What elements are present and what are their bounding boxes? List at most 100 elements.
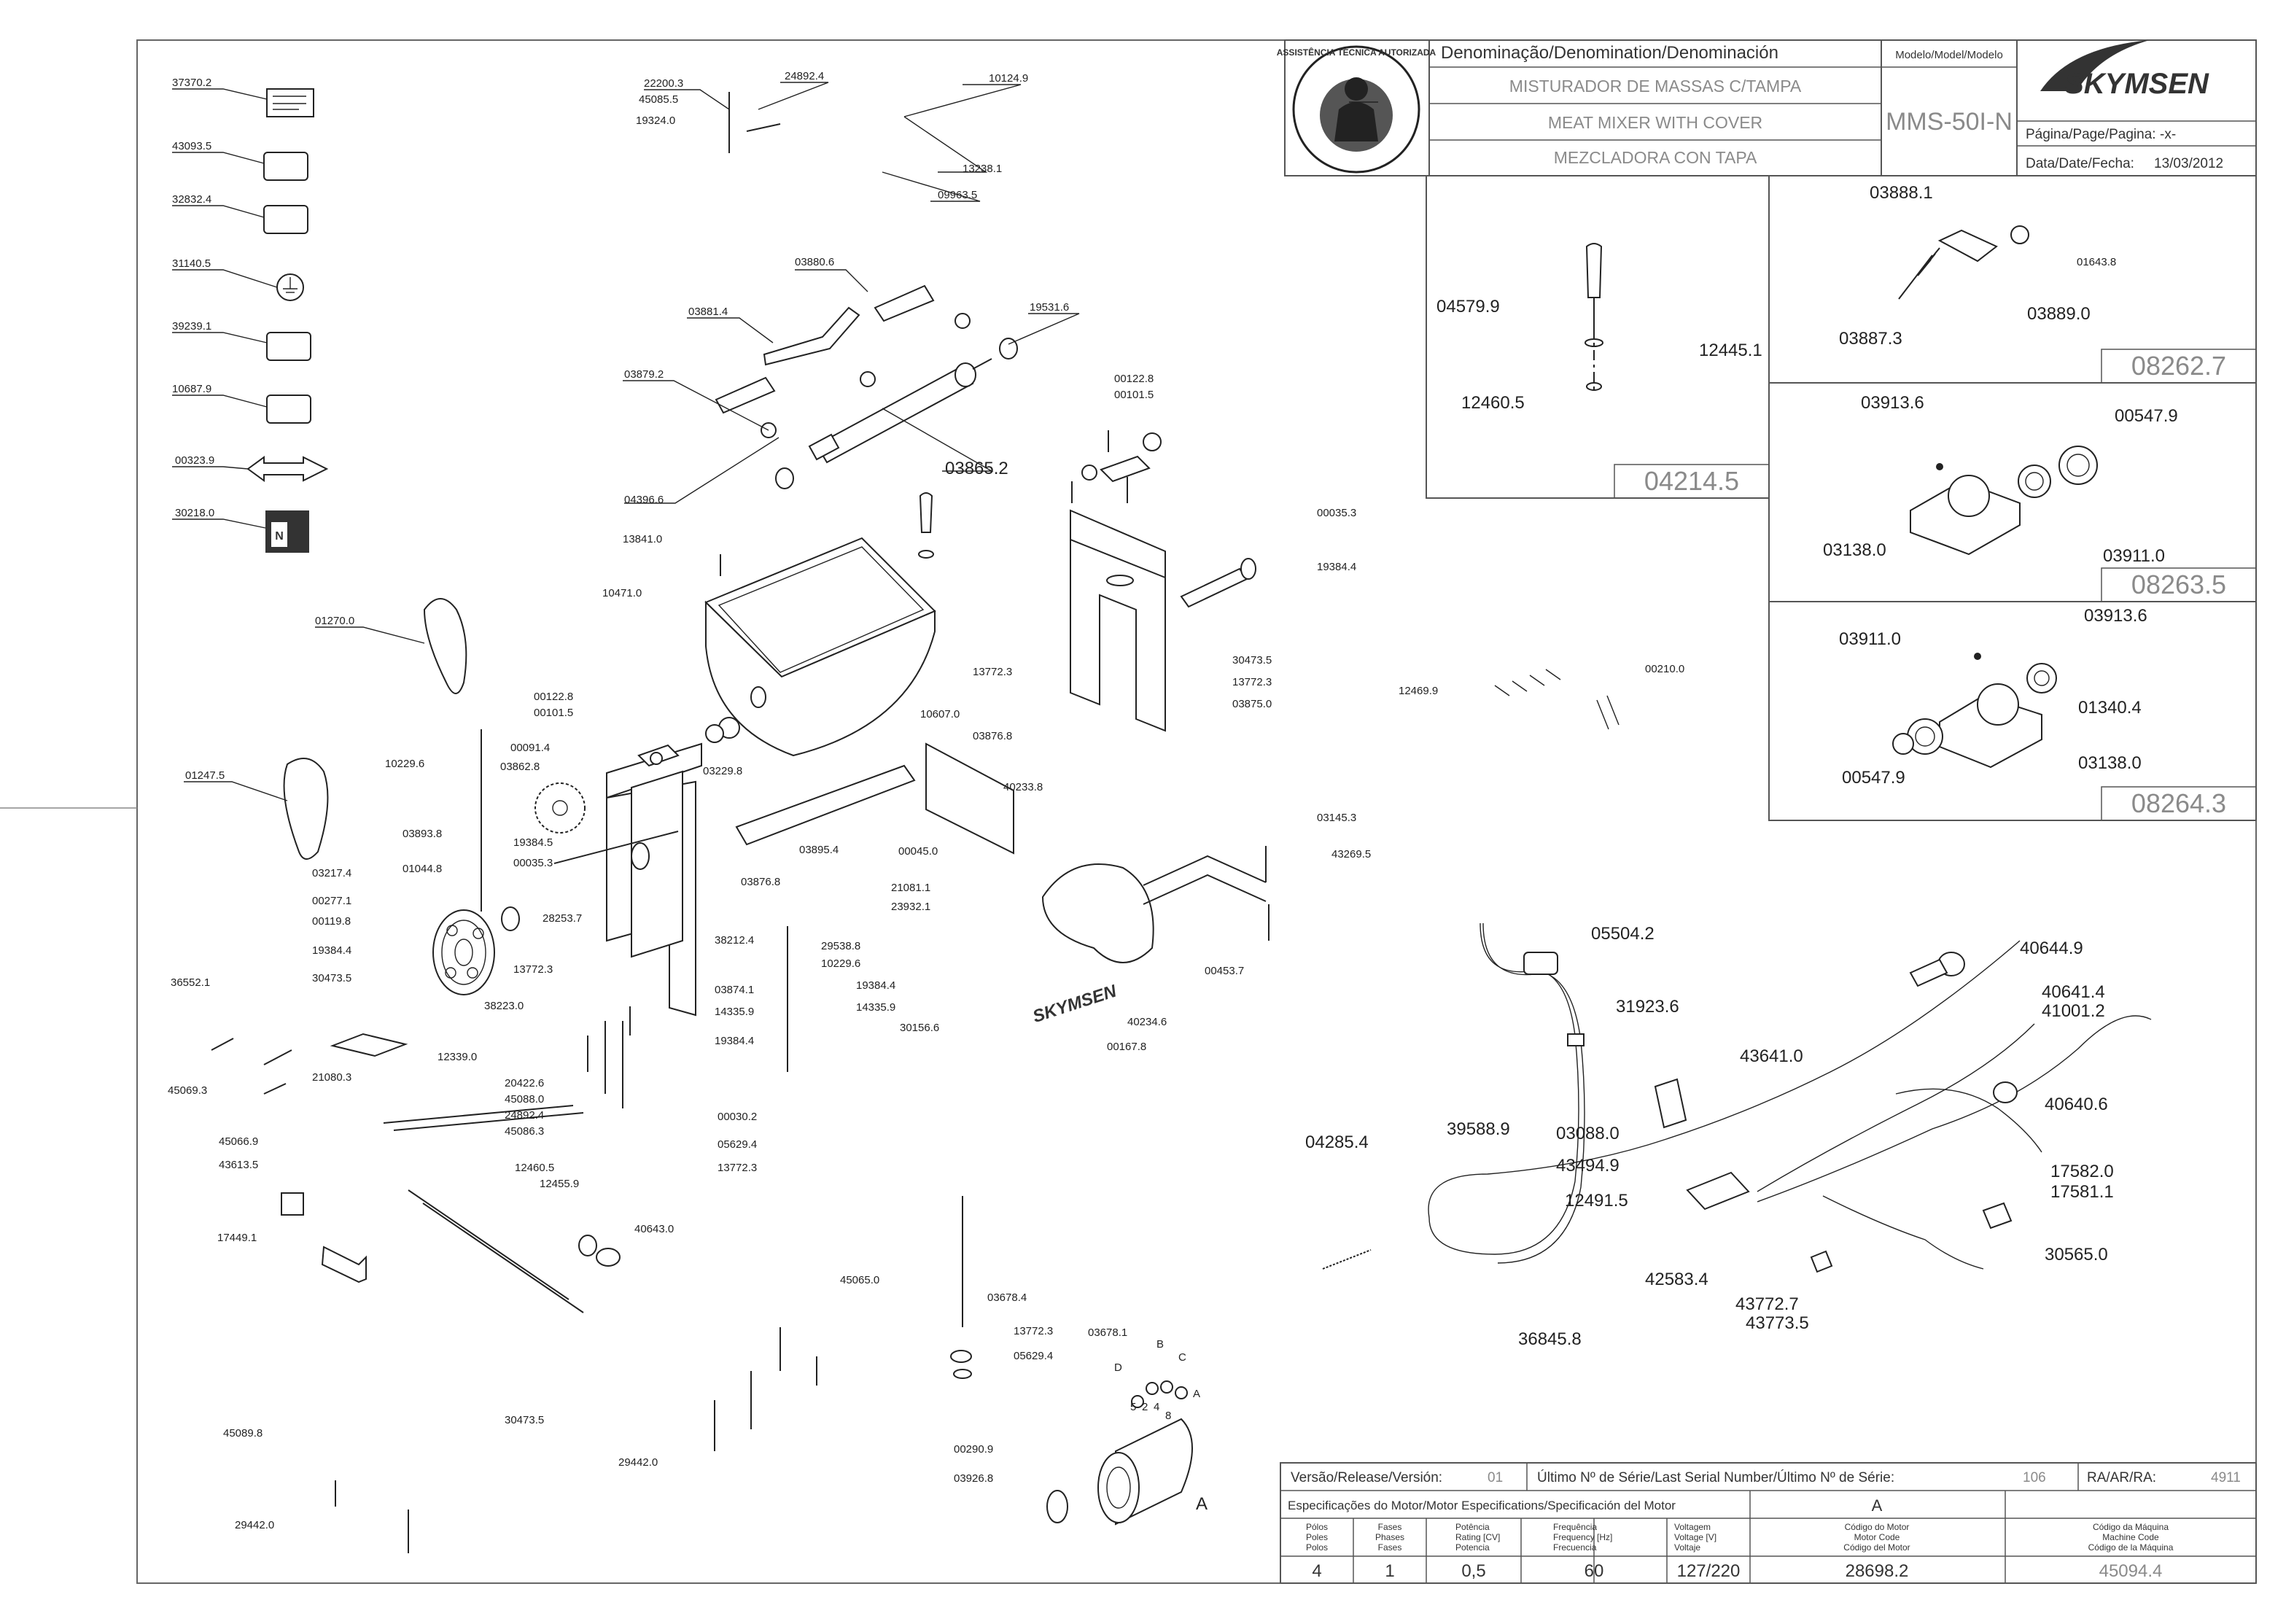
svg-text:Voltaje: Voltaje (1674, 1542, 1700, 1553)
part-label: 17582.0 (2050, 1162, 2114, 1181)
part-label: 30218.0 (175, 507, 214, 519)
name-es: MEZCLADORA CON TAPA (1554, 148, 1757, 167)
svg-text:Código da Máquina: Código da Máquina (2093, 1522, 2169, 1532)
part-label: 03874.1 (715, 984, 754, 996)
part-label: 38223.0 (484, 1000, 524, 1012)
paddle-03881-part (763, 306, 860, 366)
part-label: 23932.1 (891, 901, 930, 913)
part-label: 10687.9 (172, 383, 211, 395)
part-label: 03887.3 (1839, 329, 1902, 349)
part-label: 32832.4 (172, 193, 211, 206)
part-label: 00210.0 (1645, 663, 1684, 675)
part-label: 13772.3 (1014, 1325, 1053, 1337)
motor-spec-label: Especificações do Motor/Motor Especifica… (1288, 1499, 1676, 1512)
machine-code-value: 45094.4 (2099, 1561, 2163, 1581)
part-label: 12491.5 (1565, 1191, 1628, 1211)
part-label: 31923.6 (1616, 997, 1679, 1017)
part-label: 30156.6 (900, 1022, 939, 1034)
motor-code-value: 28698.2 (1846, 1561, 1909, 1581)
part-label: 04396.6 (624, 494, 664, 506)
part-label: 05629.4 (1014, 1350, 1053, 1362)
plunger-part (1937, 229, 1998, 263)
svg-text:Phases: Phases (1375, 1532, 1404, 1542)
sheet-border (136, 39, 2257, 1584)
part-label: 10229.6 (385, 758, 424, 770)
part-label: 03888.1 (1870, 183, 1933, 203)
svg-text:Poles: Poles (1306, 1532, 1328, 1542)
part-label: 01643.8 (2077, 256, 2116, 268)
part-label: 13772.3 (513, 963, 553, 976)
latch-plate-part (330, 1033, 408, 1057)
model-header: Modelo/Model/Modelo (1895, 49, 2003, 61)
motor-letter-a: A (1196, 1494, 1208, 1514)
terminal-letter: D (1114, 1361, 1122, 1374)
part-label: 03138.0 (2078, 753, 2142, 773)
part-label: 03889.0 (2027, 304, 2091, 324)
authorized-service-seal: ASSISTÊNCIA TÉCNICA AUTORIZADA (1277, 45, 1436, 174)
part-number-labels: 37370.2 43093.5 32832.4 31140.5 39239.1 … (168, 70, 2178, 1531)
version-value: 01 (1488, 1470, 1503, 1485)
part-label: 24892.4 (785, 70, 824, 82)
part-label: 43613.5 (219, 1159, 258, 1171)
serial-value: 106 (2023, 1470, 2046, 1485)
part-label: 03875.0 (1232, 698, 1272, 710)
motor-spec-block: Versão/Release/Versión: 01 Último Nº de … (1280, 1462, 2257, 1584)
part-label: 20422.6 (505, 1077, 544, 1089)
part-label: 03926.8 (954, 1472, 993, 1485)
denomination-header: Denominação/Denomination/Denominación (1441, 43, 1778, 63)
warning-label-part (266, 88, 314, 117)
part-label: 00045.0 (898, 845, 938, 858)
belt-01247-part (283, 758, 329, 860)
part-label: 14335.9 (856, 1001, 895, 1014)
ra-value: 4911 (2211, 1470, 2241, 1485)
capacitor-05504-part (1523, 952, 1558, 975)
part-label: 29538.8 (821, 940, 860, 952)
part-label: 03876.8 (741, 876, 780, 888)
part-label: 14335.9 (715, 1006, 754, 1018)
version-label: Versão/Release/Versión: (1291, 1470, 1442, 1485)
label-10687-part (266, 395, 311, 424)
handle-part (1585, 243, 1603, 298)
part-label: 40234.6 (1127, 1016, 1167, 1028)
label-43613-part (281, 1192, 304, 1216)
panel-08262-code: 08262.7 (2131, 351, 2226, 381)
part-label: 13841.0 (623, 533, 662, 545)
svg-text:Código del Motor: Código del Motor (1843, 1542, 1910, 1553)
svg-text:Fases: Fases (1378, 1522, 1402, 1532)
frequency-value: 60 (1585, 1561, 1604, 1581)
part-label: 45065.0 (840, 1274, 879, 1286)
svg-text:Potencia: Potencia (1455, 1542, 1490, 1553)
label-43093-part (263, 152, 308, 181)
part-label: 00091.4 (510, 742, 550, 754)
switch-block-part (1686, 1171, 1750, 1211)
part-label: 43641.0 (1740, 1046, 1803, 1066)
svg-text:Frequency [Hz]: Frequency [Hz] (1553, 1532, 1612, 1542)
part-label: 00547.9 (1842, 768, 1905, 788)
wiring-harness-part (1322, 669, 2152, 1273)
panel-04214-code: 04214.5 (1644, 466, 1739, 496)
part-label: 36552.1 (171, 976, 210, 989)
part-label: 43269.5 (1331, 848, 1371, 860)
svg-text:Pólos: Pólos (1306, 1522, 1328, 1532)
connector-30565-part (1982, 1202, 2013, 1229)
svg-text:Machine Code: Machine Code (2102, 1532, 2159, 1542)
part-label: 05629.4 (718, 1138, 757, 1151)
part-label: 03217.4 (312, 867, 351, 879)
svg-text:Frecuencia: Frecuencia (1553, 1542, 1597, 1553)
part-label: 37370.2 (172, 77, 211, 89)
spec-col-motor-code: Código do Motor Motor Code Código del Mo… (1843, 1522, 1910, 1581)
part-label: 04285.4 (1305, 1132, 1369, 1152)
skymsen-logo: SKYMSEN (2040, 40, 2209, 100)
poles-value: 4 (1312, 1561, 1321, 1581)
part-label: 03895.4 (799, 844, 839, 856)
part-label: 40643.0 (634, 1223, 674, 1235)
part-label: 41001.2 (2042, 1001, 2105, 1021)
part-label: 00122.8 (534, 691, 573, 703)
part-label: 43772.7 (1735, 1294, 1799, 1314)
part-label: 29442.0 (235, 1519, 274, 1531)
part-label: 45066.9 (219, 1135, 258, 1148)
part-label: 30473.5 (505, 1414, 544, 1426)
part-label: 45069.3 (168, 1084, 207, 1097)
svg-text:Voltage [V]: Voltage [V] (1674, 1532, 1716, 1542)
